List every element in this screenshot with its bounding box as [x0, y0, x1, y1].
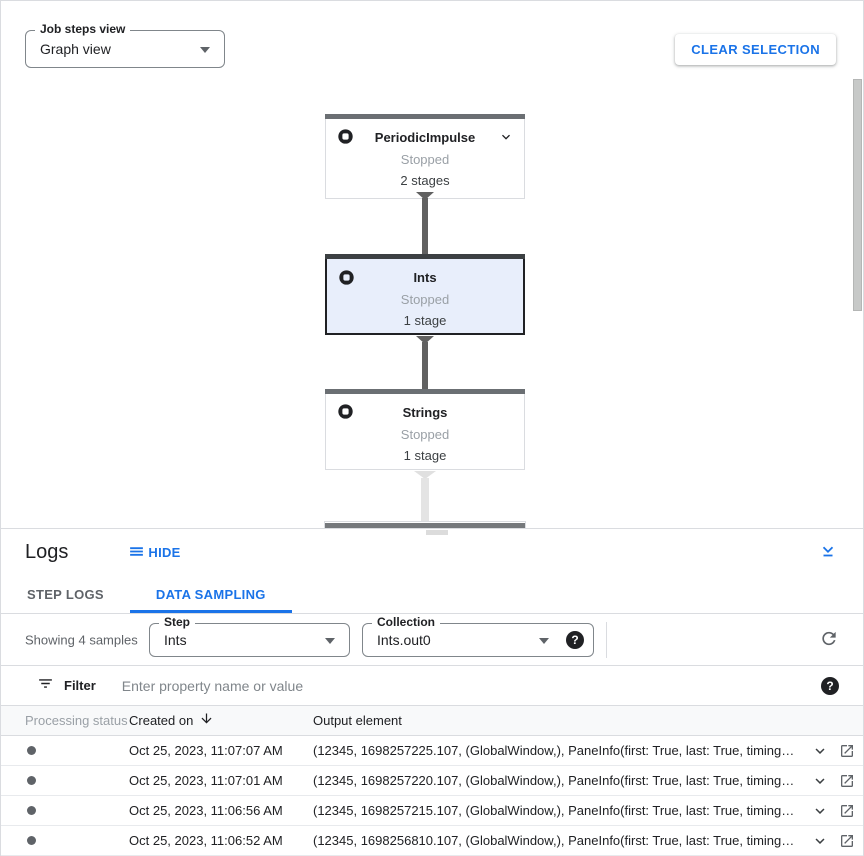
graph-node-ints[interactable]: Ints Stopped 1 stage — [325, 254, 525, 335]
processing-status-dot — [27, 836, 36, 845]
step-select-value: Ints — [164, 632, 187, 648]
stop-circle-icon — [337, 403, 354, 425]
output-element-cell: (12345, 1698257225.107, (GlobalWindow,),… — [313, 743, 795, 758]
edge-ints-strings — [422, 342, 428, 389]
output-element-cell: (12345, 1698256810.107, (GlobalWindow,),… — [313, 833, 795, 848]
created-on-cell: Oct 25, 2023, 11:07:01 AM — [129, 773, 283, 788]
node-stages: 1 stage — [403, 448, 447, 463]
graph-node-periodicimpulse[interactable]: PeriodicImpulse Stopped 2 stages — [325, 114, 525, 199]
node-status: Stopped — [400, 152, 450, 167]
filter-input[interactable] — [121, 677, 821, 694]
job-steps-view-value: Graph view — [40, 41, 111, 57]
node-top-bar — [325, 114, 525, 119]
dropdown-arrow-icon — [325, 638, 335, 644]
edge-strings-next — [421, 478, 429, 521]
output-element-cell: (12345, 1698257220.107, (GlobalWindow,),… — [313, 773, 795, 788]
open-in-new-icon[interactable] — [839, 803, 855, 819]
node-stages: 2 stages — [400, 173, 450, 188]
sample-count-text: Showing 4 samples — [25, 632, 138, 647]
open-in-new-icon[interactable] — [839, 833, 855, 849]
table-row[interactable]: Oct 25, 2023, 11:07:01 AM (12345, 169825… — [1, 766, 863, 796]
created-on-cell: Oct 25, 2023, 11:07:07 AM — [129, 743, 283, 758]
filter-help-icon[interactable]: ? — [821, 676, 839, 695]
expand-row-icon[interactable] — [811, 802, 829, 820]
column-output-element: Output element — [313, 713, 402, 728]
collection-select-value: Ints.out0 — [377, 632, 431, 648]
dropdown-arrow-icon — [200, 47, 210, 53]
edge-arrow — [416, 336, 434, 344]
tab-data-sampling[interactable]: DATA SAMPLING — [129, 576, 292, 613]
stop-circle-icon — [338, 269, 355, 291]
edge-periodicimpulse-ints — [422, 198, 428, 254]
job-steps-view-select[interactable]: Job steps view Graph view — [25, 22, 225, 68]
filter-label: Filter — [64, 678, 96, 693]
divider — [606, 622, 607, 658]
column-processing-status: Processing status — [25, 713, 128, 728]
node-status: Stopped — [400, 427, 450, 442]
processing-status-dot — [27, 746, 36, 755]
table-row[interactable]: Oct 25, 2023, 11:06:56 AM (12345, 169825… — [1, 796, 863, 826]
logs-tabs: STEP LOGS DATA SAMPLING — [1, 576, 863, 614]
table-row[interactable]: Oct 25, 2023, 11:06:52 AM (12345, 169825… — [1, 826, 863, 856]
job-steps-view-label: Job steps view — [35, 22, 131, 36]
created-on-cell: Oct 25, 2023, 11:06:56 AM — [129, 803, 283, 818]
expand-row-icon[interactable] — [811, 742, 829, 760]
created-on-cell: Oct 25, 2023, 11:06:52 AM — [129, 833, 283, 848]
logs-panel: Logs HIDE STEP LOGS DATA SAMPLING Showin… — [1, 528, 863, 856]
graph-node-clipped-tail — [426, 530, 448, 535]
node-title: Strings — [402, 405, 448, 420]
chevron-down-icon[interactable] — [498, 129, 514, 150]
column-created-on[interactable]: Created on — [129, 711, 313, 731]
dropdown-arrow-icon — [539, 638, 549, 644]
edge-arrow — [416, 192, 434, 200]
filter-bar: Filter ? — [1, 666, 863, 706]
list-icon — [128, 543, 145, 563]
tab-step-logs[interactable]: STEP LOGS — [27, 587, 104, 602]
graph-vertical-scrollbar[interactable] — [853, 79, 862, 311]
minimize-panel-icon[interactable] — [817, 540, 839, 565]
hide-label: HIDE — [148, 545, 181, 560]
expand-row-icon[interactable] — [811, 832, 829, 850]
hide-logs-button[interactable]: HIDE — [128, 543, 180, 563]
open-in-new-icon[interactable] — [839, 743, 855, 759]
node-stages: 1 stage — [403, 313, 447, 328]
stop-circle-icon — [337, 128, 354, 150]
sampling-controls: Showing 4 samples Step Ints Collection I… — [1, 614, 863, 666]
processing-status-dot — [27, 776, 36, 785]
job-graph-pane: Job steps view Graph view CLEAR SELECTIO… — [1, 1, 863, 529]
logs-header: Logs HIDE — [1, 529, 863, 576]
processing-status-dot — [27, 806, 36, 815]
open-in-new-icon[interactable] — [839, 773, 855, 789]
table-header: Processing status Created on Output elem… — [1, 706, 863, 736]
logs-panel-title: Logs — [25, 541, 69, 563]
sort-descending-icon — [199, 711, 214, 731]
step-select[interactable]: Step Ints — [149, 615, 350, 657]
graph-node-clipped — [324, 521, 526, 529]
filter-icon — [37, 675, 54, 697]
refresh-icon[interactable] — [819, 628, 839, 651]
collection-select-label: Collection — [372, 615, 441, 629]
node-top-bar — [325, 254, 525, 259]
graph-node-strings[interactable]: Strings Stopped 1 stage — [325, 389, 525, 470]
collection-help-icon[interactable]: ? — [566, 631, 584, 649]
node-title: PeriodicImpulse — [374, 130, 476, 145]
table-row[interactable]: Oct 25, 2023, 11:07:07 AM (12345, 169825… — [1, 736, 863, 766]
step-select-label: Step — [159, 615, 196, 629]
clear-selection-button[interactable]: CLEAR SELECTION — [675, 34, 836, 65]
collection-select[interactable]: Collection Ints.out0 ? — [362, 615, 594, 657]
expand-row-icon[interactable] — [811, 772, 829, 790]
node-title: Ints — [413, 270, 437, 285]
edge-arrow — [414, 471, 436, 479]
node-top-bar — [325, 389, 525, 394]
output-element-cell: (12345, 1698257215.107, (GlobalWindow,),… — [313, 803, 795, 818]
node-status: Stopped — [400, 292, 450, 307]
